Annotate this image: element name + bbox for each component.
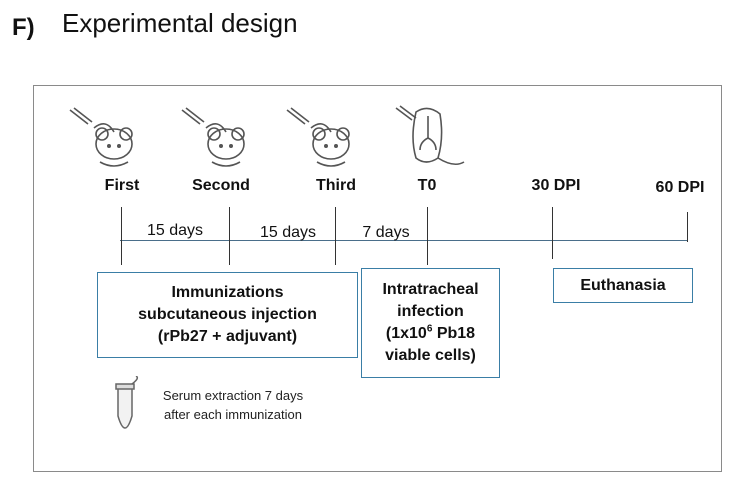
stage-60-dpi: 60 DPI <box>655 179 705 196</box>
mouse-syringe-icon <box>286 107 350 167</box>
immunization-line: subcutaneous injection <box>138 306 317 323</box>
immunization-line: Immunizations <box>171 284 284 301</box>
timeline-axis <box>120 240 688 241</box>
mouse-syringe-icon <box>181 107 245 167</box>
timeline-tick <box>229 207 230 265</box>
stage-first: First <box>104 177 140 194</box>
immunization-line: (rPb27 + adjuvant) <box>157 328 298 345</box>
panel-label: F) <box>12 14 35 41</box>
infection-line: viable cells) <box>385 347 476 364</box>
interval-label: 7 days <box>362 224 410 241</box>
infection-box: Intratracheal infection (1x106 Pb18 viab… <box>361 268 500 378</box>
timeline-tick <box>335 207 336 265</box>
immunization-box: Immunizations subcutaneous injection (rP… <box>97 272 358 358</box>
stage-t0: T0 <box>417 177 437 194</box>
timeline-tick <box>121 207 122 265</box>
serum-extraction-note: Serum extraction 7 days after each immun… <box>162 388 304 422</box>
tube-icon <box>115 376 139 429</box>
interval-label: 15 days <box>259 224 317 241</box>
euthanasia-box: Euthanasia <box>553 268 693 303</box>
diagram-frame <box>33 85 722 472</box>
interval-label: 15 days <box>146 222 204 239</box>
timeline-tick <box>552 207 553 259</box>
mouse-intratracheal-icon <box>395 105 465 166</box>
timeline-tick <box>687 212 688 242</box>
euthanasia-label: Euthanasia <box>580 276 666 294</box>
diagram-title: Experimental design <box>62 8 298 38</box>
stage-30-dpi: 30 DPI <box>531 177 581 194</box>
infection-line: (1x106 Pb18 <box>385 323 476 342</box>
stage-second: Second <box>192 177 250 194</box>
stage-third: Third <box>316 177 356 194</box>
infection-line: Intratracheal <box>382 281 479 298</box>
infection-line: infection <box>397 303 464 320</box>
timeline-tick <box>427 207 428 265</box>
mouse-syringe-icon <box>69 107 133 167</box>
